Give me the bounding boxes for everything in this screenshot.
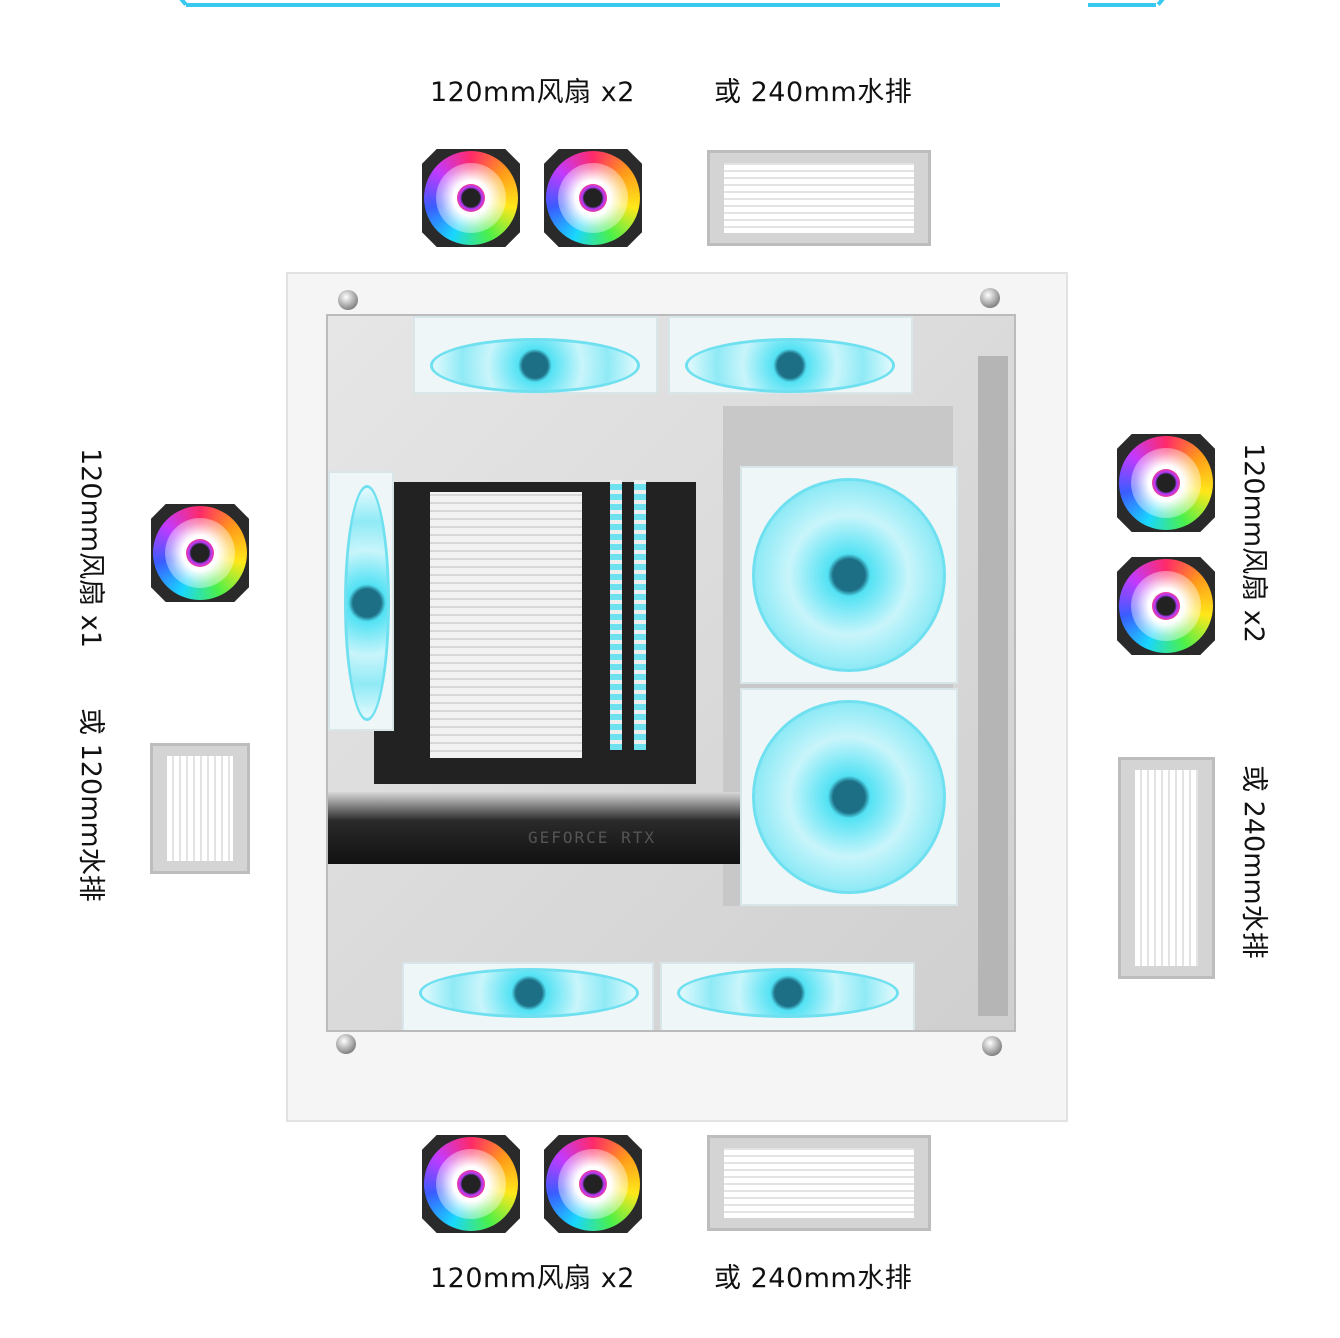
- radiator-240-icon: [707, 1135, 931, 1231]
- right-fan-label: 120mm风扇 x2: [1238, 443, 1269, 643]
- radiator-240-icon: [1118, 757, 1215, 979]
- case-fan-rear: [328, 471, 394, 731]
- case-fan-bottom: [402, 962, 654, 1030]
- rgb-fan-icon: [1113, 430, 1219, 536]
- thumbscrew: [982, 1036, 1002, 1056]
- left-radiator-label: 或 120mm水排: [75, 708, 106, 902]
- pc-case: GEFORCE RTX: [286, 272, 1068, 1122]
- cpu-cooler: [430, 492, 582, 758]
- rgb-fan-icon: [418, 1131, 524, 1237]
- rgb-fan-icon: [540, 1131, 646, 1237]
- ram-stick: [610, 480, 622, 750]
- rgb-fan-icon: [147, 500, 253, 606]
- decor-line-left: [186, 3, 1000, 7]
- thumbscrew: [336, 1034, 356, 1054]
- thumbscrew: [980, 288, 1000, 308]
- decor-corner-right: [1156, 0, 1168, 6]
- case-interior: GEFORCE RTX: [326, 314, 1016, 1032]
- decor-line-right: [1088, 3, 1156, 7]
- radiator-240-icon: [707, 150, 931, 246]
- rgb-fan-icon: [418, 145, 524, 251]
- case-fan-top: [668, 316, 913, 394]
- case-fan-side: [740, 466, 958, 684]
- gpu-brand-text: GEFORCE RTX: [528, 828, 656, 847]
- top-radiator-label: 或 240mm水排: [714, 77, 913, 108]
- case-fan-side: [740, 688, 958, 906]
- ram-stick: [634, 480, 646, 750]
- bottom-fan-label: 120mm风扇 x2: [430, 1263, 635, 1294]
- side-panel-edge: [978, 356, 1008, 1016]
- thumbscrew: [338, 290, 358, 310]
- radiator-120-icon: [150, 743, 250, 874]
- rgb-fan-icon: [1113, 553, 1219, 659]
- top-fan-label: 120mm风扇 x2: [430, 77, 635, 108]
- case-fan-bottom: [660, 962, 915, 1030]
- case-fan-top: [413, 316, 658, 394]
- left-fan-label: 120mm风扇 x1: [75, 448, 106, 648]
- right-radiator-label: 或 240mm水排: [1238, 765, 1269, 959]
- bottom-radiator-label: 或 240mm水排: [714, 1263, 913, 1294]
- rgb-fan-icon: [540, 145, 646, 251]
